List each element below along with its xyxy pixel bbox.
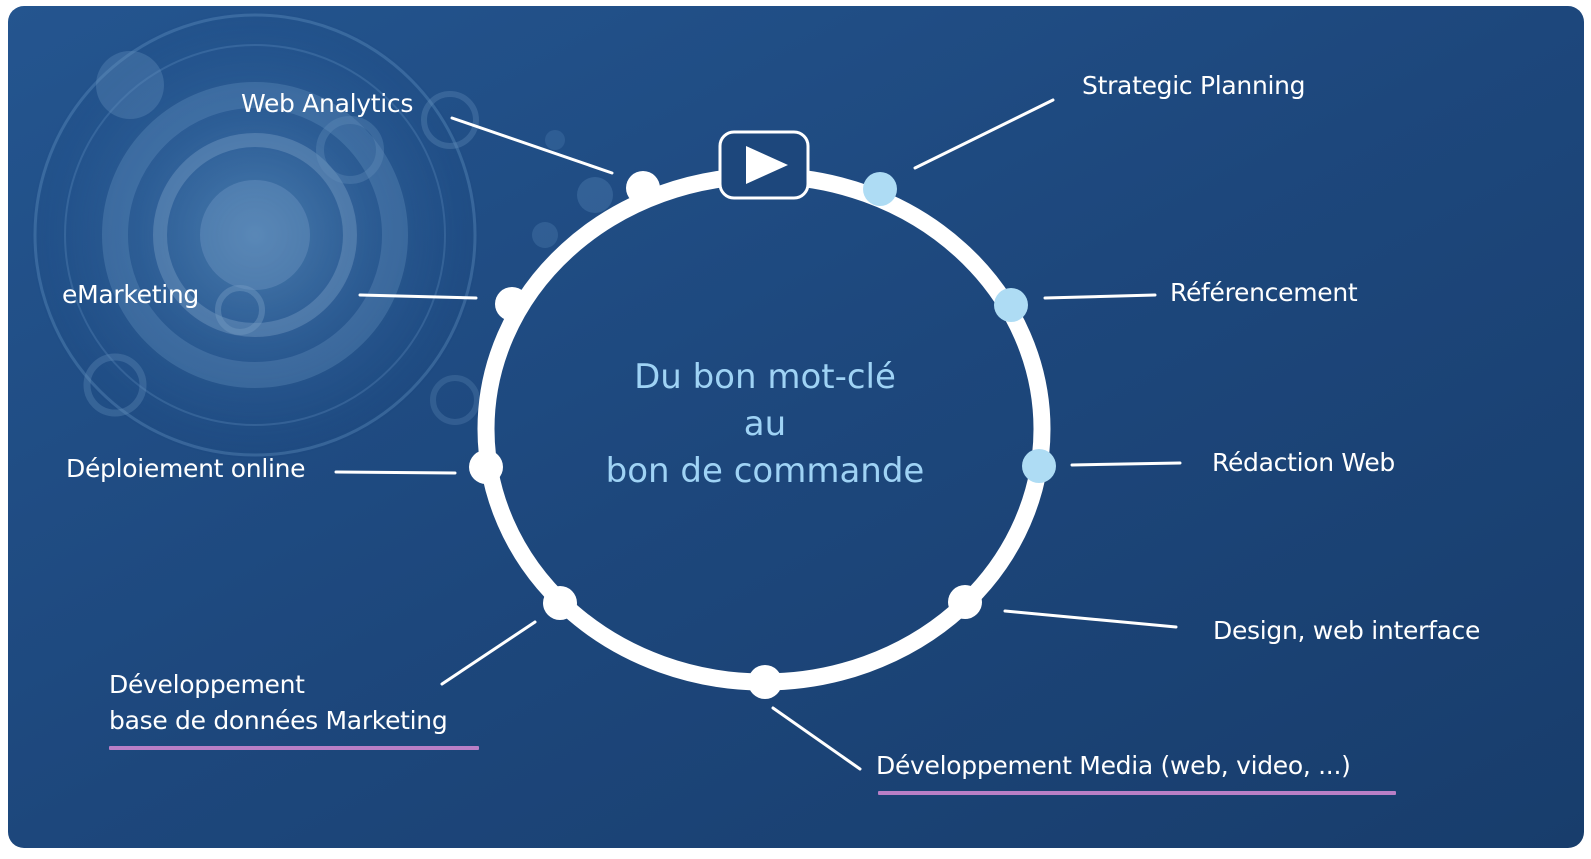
label-referencement: Référencement (1170, 278, 1358, 307)
label-web-analytics: Web Analytics (241, 89, 414, 118)
node-emarketing (495, 287, 529, 321)
decorative-gear-icon (30, 10, 613, 460)
center-caption: Du bon mot-clé au bon de commande (570, 354, 960, 495)
node-dev-base (543, 586, 577, 620)
center-line-2: au (743, 404, 787, 444)
ring-nodes (469, 171, 1056, 699)
node-dev-media (748, 665, 782, 699)
dev-base-underline (109, 746, 479, 750)
node-deploiement (469, 450, 503, 484)
label-dev-base-line-1: Développement (109, 670, 305, 699)
center-line-1: Du bon mot-clé (634, 357, 896, 397)
label-dev-base-marketing: Développement base de données Marketing (109, 667, 448, 739)
node-referencement (994, 288, 1028, 322)
label-design-web-interface: Design, web interface (1213, 616, 1481, 645)
label-dev-media: Développement Media (web, video, ...) (876, 751, 1351, 780)
connector-referencement (1043, 293, 1157, 300)
label-redaction-web: Rédaction Web (1212, 448, 1396, 477)
label-strategic-planning: Strategic Planning (1082, 71, 1306, 100)
play-icon (746, 146, 788, 184)
connector-dev-media (771, 706, 862, 771)
connector-strategic-planning (913, 98, 1055, 170)
label-deploiement-online: Déploiement online (66, 454, 306, 483)
connector-design (1003, 609, 1178, 629)
connector-dev-base (440, 620, 537, 686)
node-redaction (1022, 449, 1056, 483)
node-design (948, 585, 982, 619)
play-button[interactable] (718, 130, 810, 200)
node-strategic-planning (863, 172, 897, 206)
label-dev-base-line-2: base de données Marketing (109, 706, 448, 735)
center-line-3: bon de commande (605, 451, 925, 491)
connector-deploiement (334, 470, 457, 475)
connector-redaction (1070, 461, 1182, 467)
connector-emarketing (358, 293, 478, 300)
label-emarketing: eMarketing (62, 280, 199, 309)
dev-media-underline (878, 791, 1396, 795)
connector-lines (334, 98, 1182, 771)
node-web-analytics (626, 171, 660, 205)
connector-web-analytics (450, 116, 614, 175)
